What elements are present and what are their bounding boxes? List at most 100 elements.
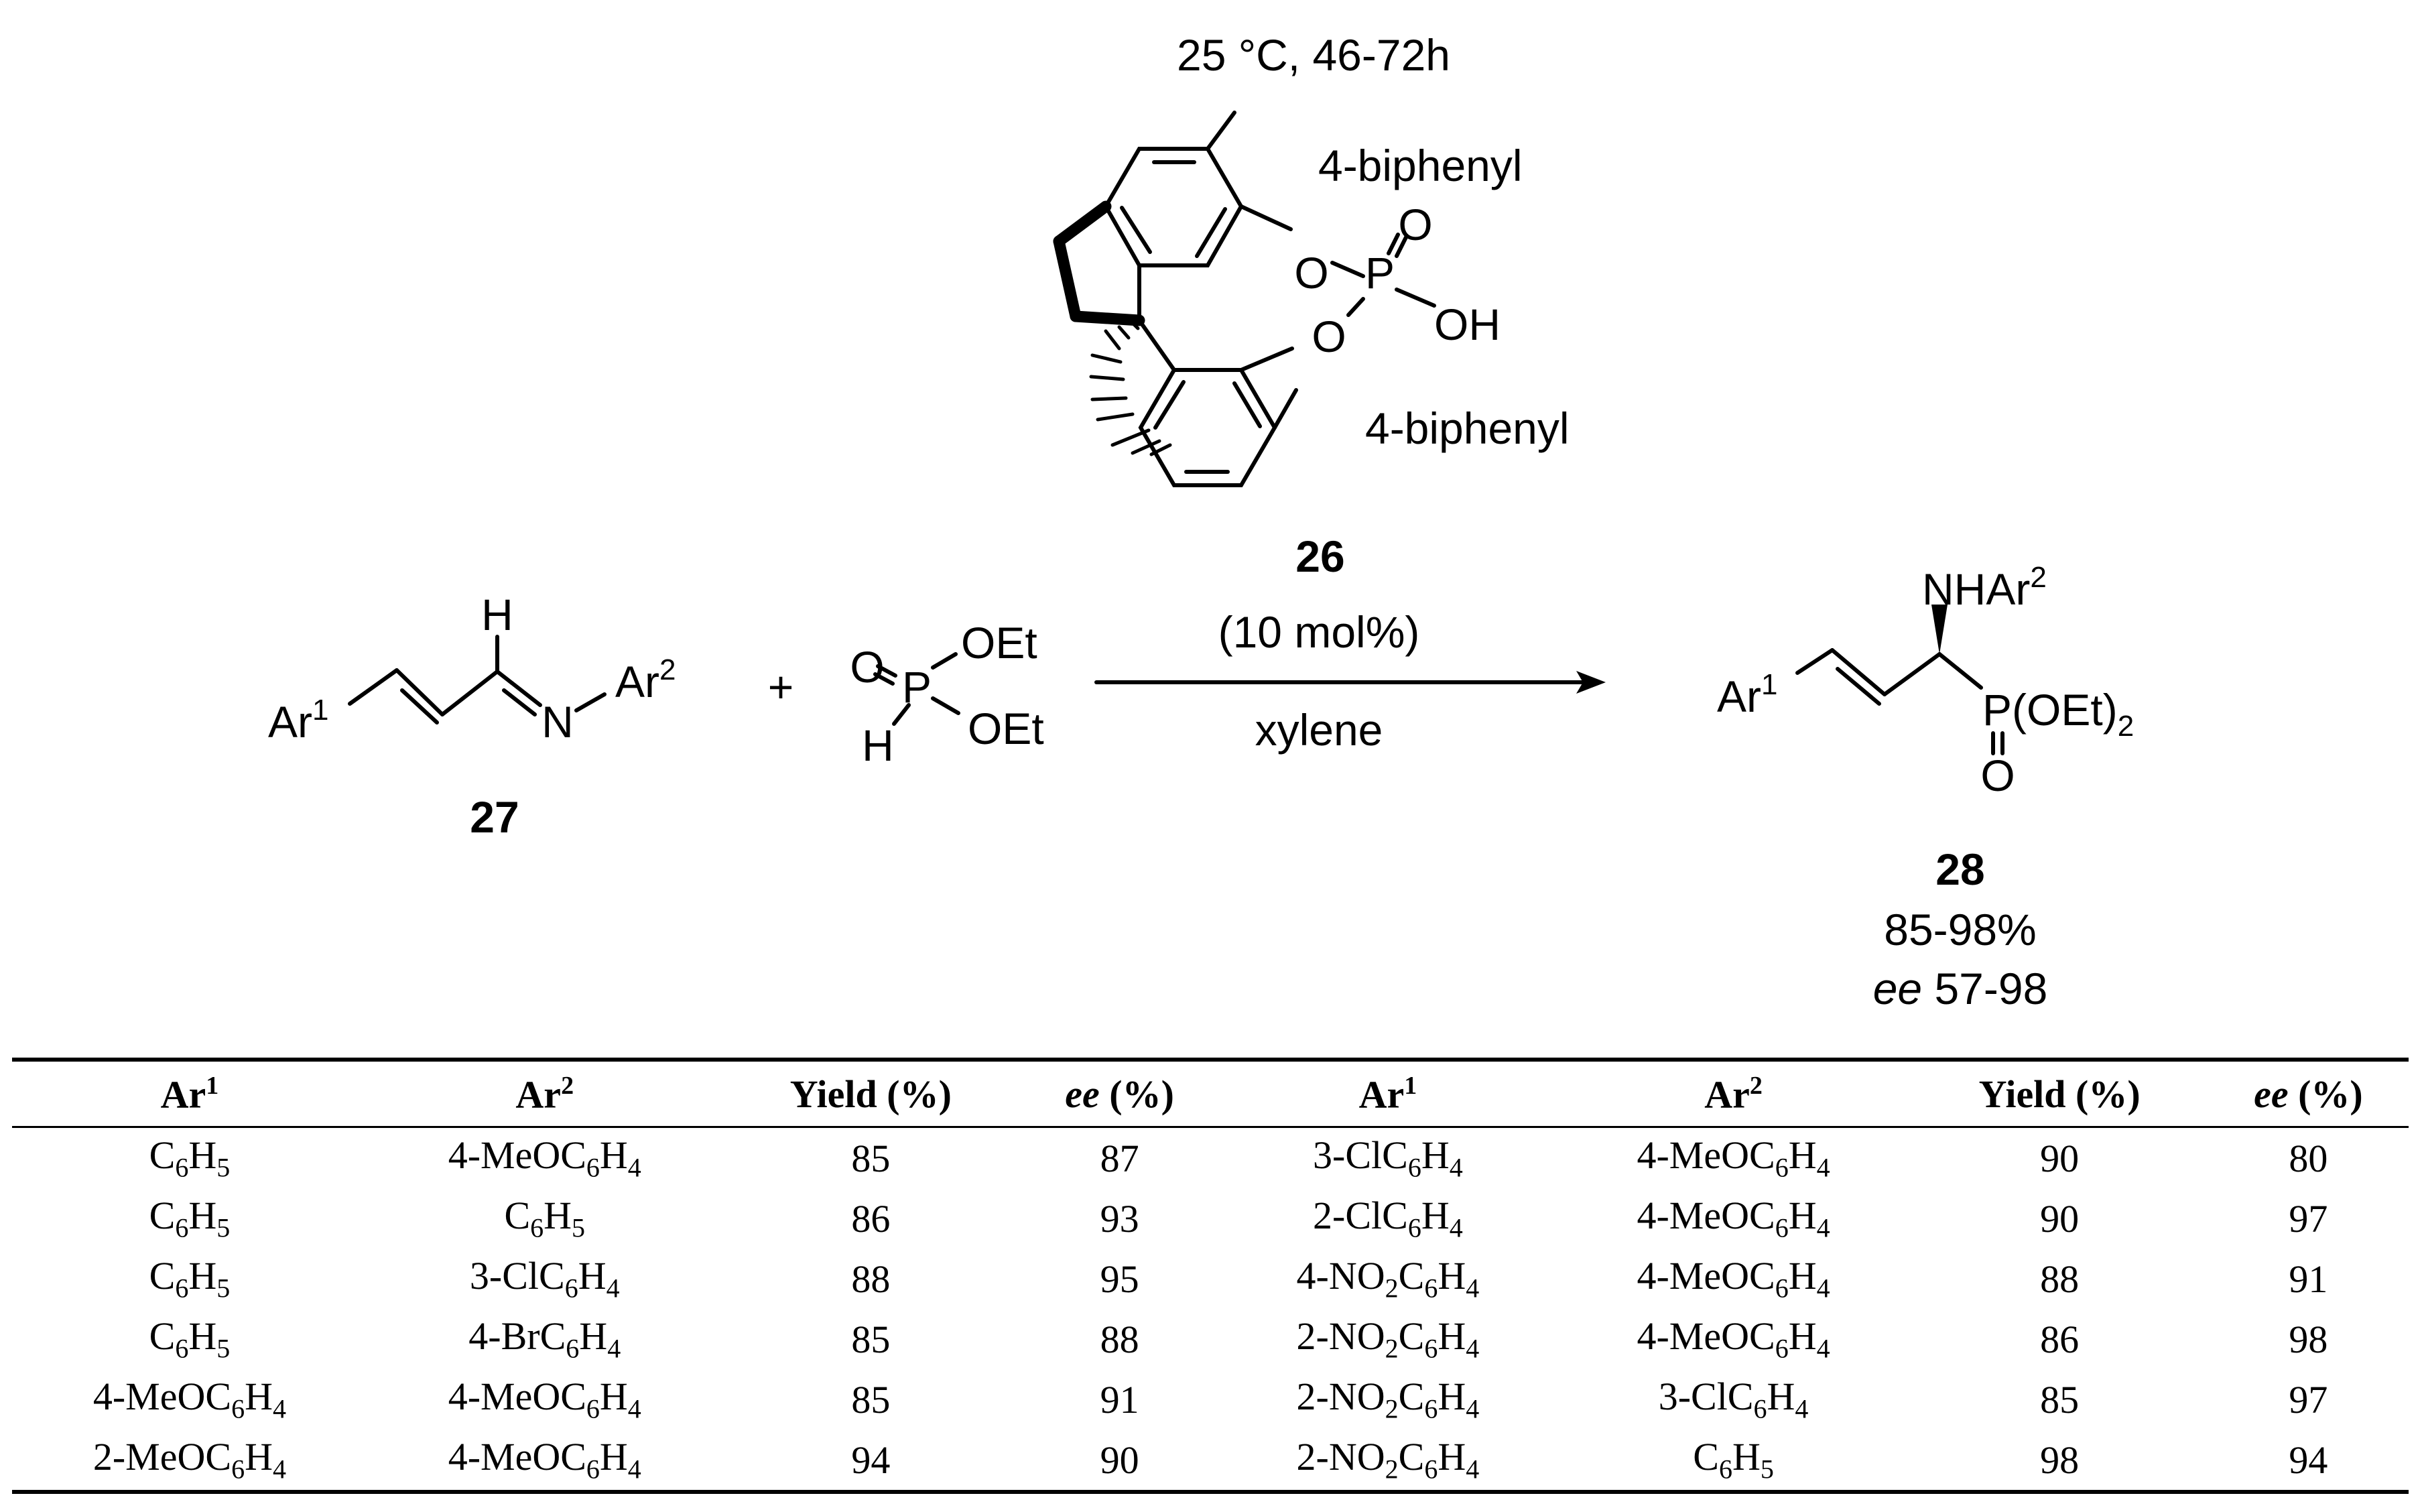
table-cell: 97 <box>2289 1196 2328 1241</box>
table-cell: 90 <box>2040 1196 2080 1241</box>
imine-ar1: Ar1 <box>268 694 328 747</box>
imine-h: H <box>481 590 513 639</box>
table-cell: 4-MeOC6H4 <box>1637 1194 1830 1243</box>
table-cell: 94 <box>2289 1438 2328 1482</box>
solvent-label: xylene <box>1255 705 1383 755</box>
catalyst-o-2: O <box>1312 312 1346 361</box>
table-header-cell: Yield (%) <box>789 1072 952 1116</box>
table-cell: 95 <box>1100 1257 1139 1301</box>
table-cell: 86 <box>851 1196 891 1241</box>
table-cell: 4-NO2C6H4 <box>1296 1254 1480 1304</box>
table-cell: C6H5 <box>1693 1435 1774 1485</box>
table-header-cell: Ar1 <box>160 1071 219 1117</box>
table-header-cell: ee (%) <box>2254 1072 2363 1116</box>
table-cell: 4-MeOC6H4 <box>92 1375 286 1424</box>
table-cell: 4-BrC6H4 <box>468 1314 621 1364</box>
imine-ar2: Ar2 <box>615 653 676 706</box>
table-cell: 93 <box>1100 1196 1139 1241</box>
table-cell: 91 <box>2289 1257 2328 1301</box>
table-cell: 3-ClC6H4 <box>469 1254 620 1304</box>
catalyst-number: 26 <box>1295 531 1344 581</box>
catalyst-loading: (10 mol%) <box>1218 607 1420 657</box>
product-phosphonate: P(OEt)2 <box>1982 685 2134 743</box>
table-cell: C6H5 <box>149 1194 231 1243</box>
reaction-conditions: 25 °C, 46-72h <box>1177 30 1450 80</box>
table-cell: 94 <box>851 1438 891 1482</box>
product-structure <box>1795 605 2004 755</box>
phosphite-p: P <box>902 662 932 712</box>
table-cell: 85 <box>2040 1377 2080 1422</box>
table-cell: 3-ClC6H4 <box>1658 1375 1809 1424</box>
table-cell: 86 <box>2040 1317 2080 1361</box>
imine-n: N <box>541 697 574 747</box>
product-o: O <box>1980 751 2015 800</box>
table-cell: 88 <box>2040 1257 2080 1301</box>
table-cell: 98 <box>2289 1317 2328 1361</box>
table-header-cell: Ar1 <box>1358 1071 1417 1117</box>
imine-structure <box>348 635 607 724</box>
table-cell: 88 <box>851 1257 891 1301</box>
table-cell: 91 <box>1100 1377 1139 1422</box>
table-cell: 90 <box>2040 1136 2080 1180</box>
table-cell: 2-NO2C6H4 <box>1296 1435 1480 1485</box>
table-header-row: Ar1 Ar2 Yield (%) ee (%) Ar1 Ar2 Yield (%) ee (… <box>12 1060 2409 1127</box>
imine-number: 27 <box>470 792 519 842</box>
table-row: C6H5 4-BrC6H4 85 88 2-NO2C6H4 4-MeOC6H4 86 98 <box>12 1309 2409 1369</box>
table-cell: 2-NO2C6H4 <box>1296 1375 1480 1424</box>
table-row: 2-MeOC6H4 4-MeOC6H4 94 90 2-NO2C6H4 C6H5 98 94 <box>12 1430 2409 1492</box>
hashed-bonds <box>1089 321 1172 456</box>
table-row: C6H5 C6H5 86 93 2-ClC6H4 4-MeOC6H4 90 97 <box>12 1188 2409 1249</box>
table-header-cell: Yield (%) <box>1978 1072 2141 1116</box>
table-cell: 2-ClC6H4 <box>1313 1194 1463 1243</box>
table-cell: 85 <box>851 1377 891 1422</box>
catalyst-o-double: O <box>1398 200 1432 249</box>
phosphite-oet-top: OEt <box>961 618 1037 668</box>
table-cell: 4-MeOC6H4 <box>1637 1314 1830 1364</box>
table-header-cell: Ar2 <box>1704 1071 1763 1117</box>
table-header-cell: Ar2 <box>515 1071 574 1117</box>
catalyst-substituent-top: 4-biphenyl <box>1318 141 1523 190</box>
catalyst-o-1: O <box>1294 248 1328 298</box>
product-yield-range: 85-98% <box>1884 905 2037 954</box>
table-cell: 4-MeOC6H4 <box>448 1435 641 1485</box>
table-cell: C6H5 <box>149 1254 231 1304</box>
catalyst-structure <box>1053 111 1436 487</box>
table-cell: 87 <box>1100 1136 1139 1180</box>
catalyst-p: P <box>1365 248 1395 298</box>
reaction-scheme: 25 °C, 46-72h <box>268 30 2134 1013</box>
table-cell: 90 <box>1100 1438 1139 1482</box>
table-cell: 85 <box>851 1136 891 1180</box>
catalyst-oh: OH <box>1434 300 1501 349</box>
table-cell: 98 <box>2040 1438 2080 1482</box>
table-cell: 4-MeOC6H4 <box>448 1375 641 1424</box>
product-nhar: NHAr2 <box>1922 561 2047 614</box>
table-row: 4-MeOC6H4 4-MeOC6H4 85 91 2-NO2C6H4 3-ClC6H4 8… <box>12 1369 2409 1430</box>
table-cell: 80 <box>2289 1136 2328 1180</box>
product-ee-range: ee 57-98 <box>1873 964 2048 1013</box>
table-cell: 97 <box>2289 1377 2328 1422</box>
results-table: Ar1 Ar2 Yield (%) ee (%) Ar1 Ar2 Yield (%) ee (… <box>12 1058 2409 1494</box>
product-number: 28 <box>1935 844 1984 894</box>
table-cell: 2-NO2C6H4 <box>1296 1314 1480 1364</box>
reaction-arrow <box>1094 671 1606 694</box>
phosphite-o-double: O <box>850 642 884 692</box>
table-cell: 3-ClC6H4 <box>1313 1133 1463 1183</box>
table-cell: C6H5 <box>149 1314 231 1364</box>
plus-sign: + <box>768 662 794 712</box>
table-row: C6H5 3-ClC6H4 88 95 4-NO2C6H4 4-MeOC6H4 88 91 <box>12 1249 2409 1309</box>
table-cell: C6H5 <box>149 1133 231 1183</box>
catalyst-substituent-bottom: 4-biphenyl <box>1365 403 1570 453</box>
table-cell: 4-MeOC6H4 <box>1637 1254 1830 1304</box>
table-cell: 4-MeOC6H4 <box>1637 1133 1830 1183</box>
phosphite-structure <box>873 652 960 726</box>
table-cell: C6H5 <box>504 1194 586 1243</box>
product-ar1: Ar1 <box>1717 668 1777 721</box>
table-cell: 2-MeOC6H4 <box>92 1435 286 1485</box>
table-cell: 85 <box>851 1317 891 1361</box>
phosphite-h: H <box>862 720 894 770</box>
phosphite-oet-bottom: OEt <box>968 704 1044 753</box>
table-header-cell: ee (%) <box>1065 1072 1174 1116</box>
table-cell: 88 <box>1100 1317 1139 1361</box>
